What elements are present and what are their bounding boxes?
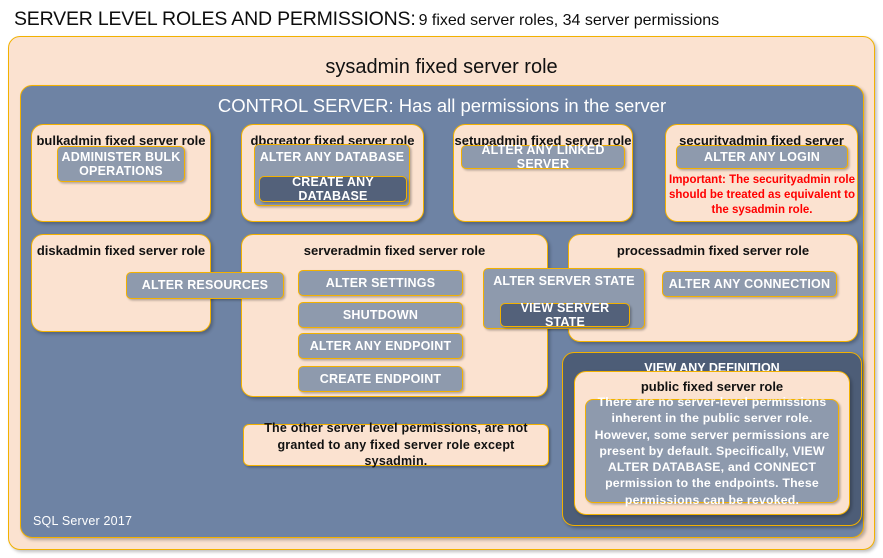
permission-alter-resources[interactable]: ALTER RESOURCES — [126, 272, 284, 299]
role-label-processadmin: processadmin fixed server role — [616, 243, 810, 258]
role-label-setupadmin: setupadmin fixed server role — [454, 133, 632, 148]
permission-alter-any-endpoint[interactable]: ALTER ANY ENDPOINT — [298, 333, 463, 359]
permission-alter-any-connection[interactable]: ALTER ANY CONNECTION — [662, 271, 837, 297]
permission-administer-bulk-operations[interactable]: ADMINISTER BULK OPERATIONS — [57, 146, 185, 182]
permission-create-any-database[interactable]: CREATE ANY DATABASE — [259, 175, 407, 203]
role-label-serveradmin: serveradmin fixed server role — [303, 243, 486, 258]
other-permissions-note: The other server level permissions, are … — [243, 421, 549, 468]
role-label-public: public fixed server role — [640, 379, 784, 394]
role-box-setupadmin: setupadmin fixed server role — [453, 124, 633, 222]
permission-view-server-state[interactable]: VIEW SERVER STATE — [500, 301, 630, 329]
role-label-bulkadmin: bulkadmin fixed server role — [36, 133, 206, 148]
role-box-diskadmin: diskadmin fixed server role — [31, 234, 211, 332]
permission-create-endpoint[interactable]: CREATE ENDPOINT — [298, 366, 463, 392]
public-role-description: There are no server-level permissions in… — [585, 395, 839, 507]
role-label-diskadmin: diskadmin fixed server role — [36, 243, 206, 258]
footer-product-label: SQL Server 2017 — [33, 514, 133, 528]
permission-shutdown[interactable]: SHUTDOWN — [298, 302, 463, 328]
permission-alter-any-login[interactable]: ALTER ANY LOGIN — [676, 145, 848, 169]
page-title-main: SERVER LEVEL ROLES AND PERMISSIONS: — [14, 8, 416, 30]
securityadmin-warning-text: Important: The securityadmin role should… — [669, 174, 855, 217]
page-title: SERVER LEVEL ROLES AND PERMISSIONS:9 fix… — [14, 8, 719, 31]
sysadmin-role-label: sysadmin fixed server role — [325, 56, 558, 78]
permission-alter-any-linked-server[interactable]: ALTER ANY LINKED SERVER — [461, 143, 625, 171]
page-title-sub: 9 fixed server roles, 34 server permissi… — [418, 12, 720, 29]
control-server-label: CONTROL SERVER: Has all permissions in t… — [217, 95, 667, 116]
permission-alter-settings[interactable]: ALTER SETTINGS — [298, 270, 463, 296]
